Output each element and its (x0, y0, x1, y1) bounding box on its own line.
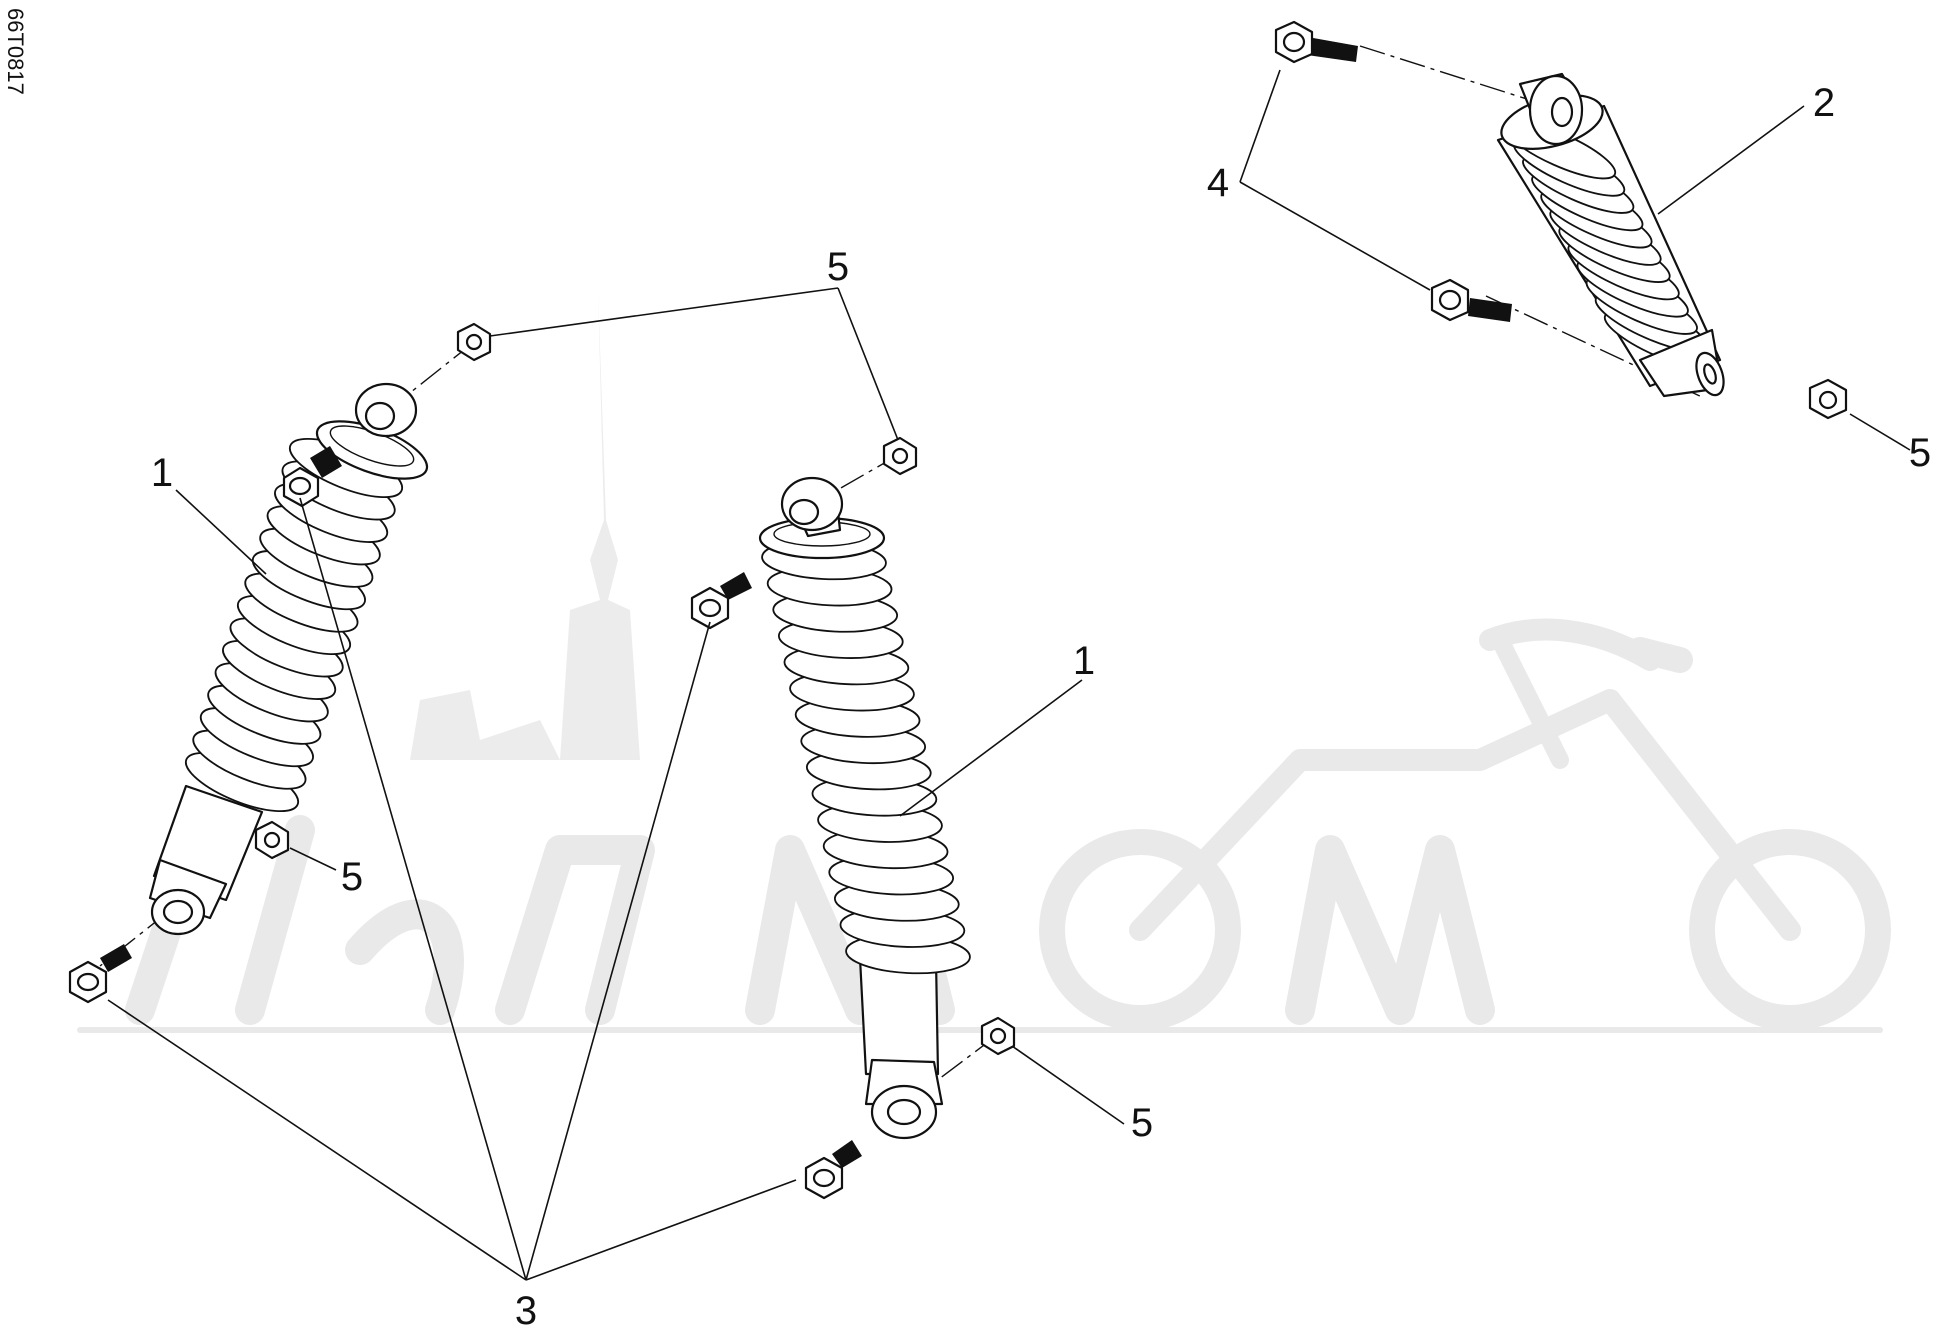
front-shock-absorber-left (99, 341, 475, 967)
rear-shock-absorber (1359, 45, 1725, 399)
callout-5-top: 5 (827, 245, 849, 289)
nut-right-lower (980, 1016, 1016, 1056)
front-shock-absorber-right (758, 453, 997, 1140)
leader-5-left-lower (289, 847, 337, 871)
callout-1-right: 1 (1073, 639, 1095, 683)
bolt-left-lower (68, 944, 132, 1004)
callout-4: 4 (1207, 161, 1229, 205)
callout-2: 2 (1813, 81, 1835, 125)
leader-5-rear (1849, 413, 1911, 451)
callout-labels: 5 1 1 5 5 3 2 4 5 (151, 81, 1931, 1333)
leader-4-b (1239, 181, 1431, 291)
bolt-rear-lower (1430, 278, 1512, 322)
nut-left-lower (254, 820, 290, 860)
leader-3-b (299, 497, 527, 1281)
callout-3: 3 (515, 1289, 537, 1333)
bolt-rear-upper (1274, 20, 1358, 64)
leader-3-c (525, 621, 711, 1281)
leader-2 (1657, 105, 1805, 215)
callout-5-right-lower: 5 (1131, 1101, 1153, 1145)
leader-3-d (525, 1179, 797, 1281)
coil-spring-left (184, 437, 404, 813)
leader-lines (107, 69, 1911, 1281)
nut-rear (1808, 378, 1848, 420)
nut-right-top (882, 436, 918, 476)
leader-1-right (899, 679, 1083, 817)
bolt-right-lower (804, 1140, 862, 1200)
callout-1-left: 1 (151, 451, 173, 495)
watermark-background (77, 290, 1891, 1033)
leader-5-top-left (489, 287, 839, 337)
bolt-left-upper (282, 446, 342, 508)
leader-3-a (107, 999, 527, 1281)
leader-5-right-lower (1011, 1045, 1125, 1125)
drawing-code: 66T0817 (3, 8, 28, 95)
coil-spring-right (761, 539, 971, 975)
leader-5-top-right (837, 287, 899, 441)
centerline-rear-top-bolt (1359, 45, 1531, 101)
leader-4-a (1239, 69, 1281, 183)
nut-left-top (456, 322, 492, 362)
callout-5-upper-right: 5 (1909, 431, 1931, 475)
watermark-motorcycle (1039, 618, 1891, 1031)
leader-1-left (175, 489, 267, 575)
bolt-right-upper (690, 572, 752, 630)
callout-5-left-lower: 5 (341, 855, 363, 899)
